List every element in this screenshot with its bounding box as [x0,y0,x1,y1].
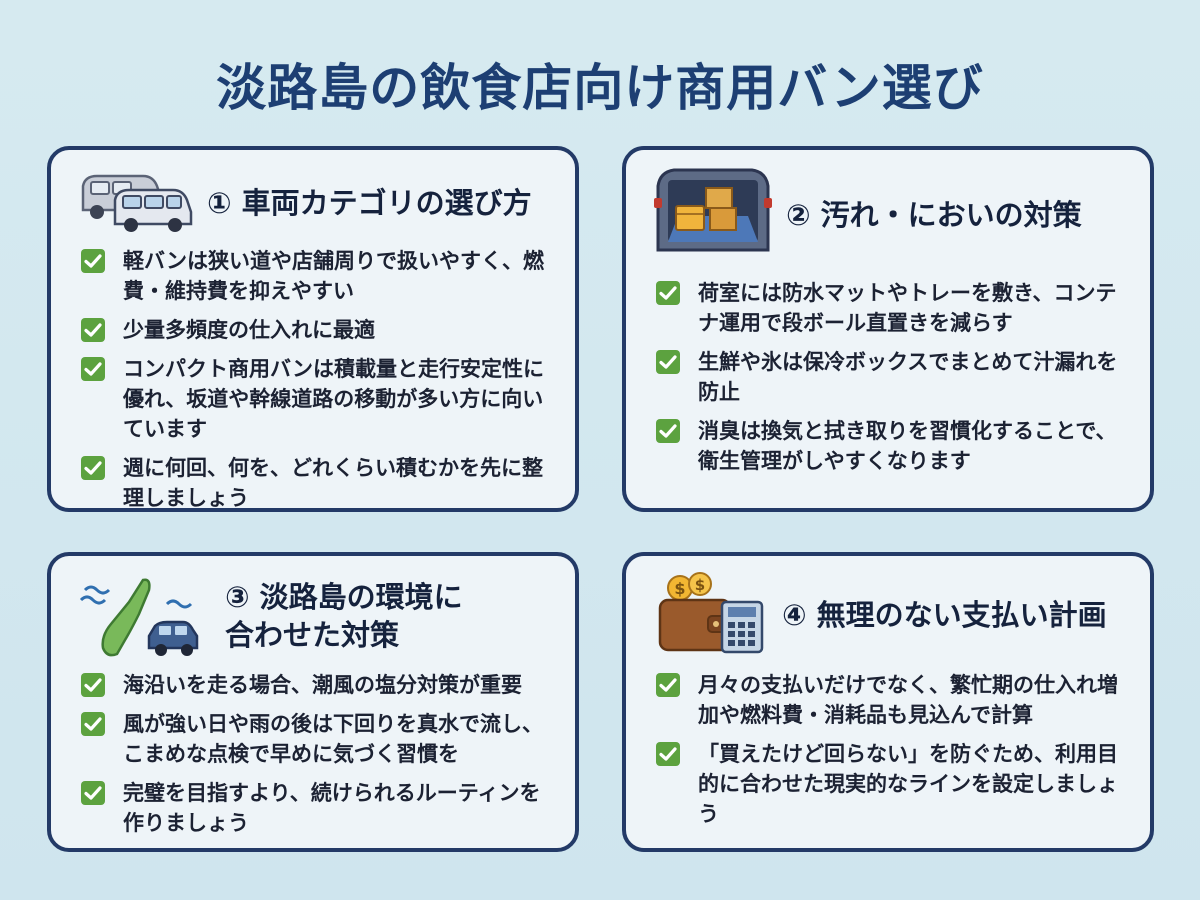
list-item-text: 軽バンは狭い道や店舗周りで扱いやすく、燃費・維持費を抑えやすい [123,249,545,303]
card-heading: ③ 淡路島の環境に合わせた対策 [225,580,463,652]
list-item: 週に何回、何を、どれくらい積むかを先に整理しましょう [81,453,557,513]
list-item-text: コンパクト商用バンは積載量と走行安定性に優れ、坂道や幹線道路の移動が多い方に向い… [123,357,545,441]
card-heading: ④ 無理のない支払い計画 [782,598,1107,632]
card-payment-plan: $ $ ④ 無理のない支払い計画 月々の支払いだけでなく、繁忙期の仕入れ増加や燃… [622,552,1154,852]
page-title: 淡路島の飲食店向け商用バン選び [216,59,984,117]
check-icon [81,781,105,805]
card-vehicle-category: ① 車両カテゴリの選び方 軽バンは狭い道や店舗周りで扱いやすく、燃費・維持費を抑… [47,146,579,512]
list-item: 消臭は換気と拭き取りを習慣化することで、衛生管理がしやすくなります [656,416,1132,476]
check-icon [656,350,680,374]
check-icon [81,249,105,273]
vans-icon [81,174,193,232]
list-item: 生鮮や氷は保冷ボックスでまとめて汁漏れを防止 [656,347,1132,407]
list-item-text: 完璧を目指すより、続けられるルーティンを作りましょう [123,781,541,835]
list-item-text: 生鮮や氷は保冷ボックスでまとめて汁漏れを防止 [698,350,1118,404]
list-item: 風が強い日や雨の後は下回りを真水で流し、こまめな点検で早めに気づく習慣を [81,709,557,769]
list-item: 月々の支払いだけでなく、繁忙期の仕入れ増加や燃料費・消耗品も見込んで計算 [656,670,1132,730]
wallet-calculator-icon: $ $ [658,572,764,654]
list-item: 完璧を目指すより、続けられるルーティンを作りましょう [81,778,557,838]
check-icon [81,456,105,480]
card-awaji-environment: ③ 淡路島の環境に合わせた対策 海沿いを走る場合、潮風の塩分対策が重要 風が強い… [47,552,579,852]
list-item-text: 荷室には防水マットやトレーを敷き、コンテナ運用で段ボール直置きを減らす [698,281,1117,335]
card-heading: ② 汚れ・においの対策 [786,198,1082,232]
list-item: 軽バンは狭い道や店舗周りで扱いやすく、燃費・維持費を抑えやすい [81,246,557,306]
list-item: 少量多頻度の仕入れに最適 [81,315,557,345]
list-item: 荷室には防水マットやトレーを敷き、コンテナ運用で段ボール直置きを減らす [656,278,1132,338]
list-item-text: 「買えたけど回らない」を防ぐため、利用目的に合わせた現実的なラインを設定しましょ… [698,742,1118,826]
svg-text:$: $ [695,576,705,594]
check-icon [656,673,680,697]
checklist: 月々の支払いだけでなく、繁忙期の仕入れ増加や燃料費・消耗品も見込んで計算 「買え… [656,670,1132,838]
check-icon [81,712,105,736]
list-item-text: 消臭は換気と拭き取りを習慣化することで、衛生管理がしやすくなります [698,419,1117,473]
svg-text:$: $ [674,579,685,598]
check-icon [81,673,105,697]
checklist: 軽バンは狭い道や店舗周りで扱いやすく、燃費・維持費を抑えやすい 少量多頻度の仕入… [81,246,557,522]
check-icon [656,742,680,766]
list-item: コンパクト商用バンは積載量と走行安定性に優れ、坂道や幹線道路の移動が多い方に向い… [81,354,557,444]
list-item: 「買えたけど回らない」を防ぐため、利用目的に合わせた現実的なラインを設定しましょ… [656,739,1132,829]
list-item-text: 月々の支払いだけでなく、繁忙期の仕入れ増加や燃料費・消耗品も見込んで計算 [698,673,1118,727]
card-dirt-odor: ② 汚れ・においの対策 荷室には防水マットやトレーを敷き、コンテナ運用で段ボール… [622,146,1154,512]
island-car-icon [79,578,199,657]
check-icon [81,318,105,342]
list-item-text: 少量多頻度の仕入れに最適 [123,318,375,342]
list-item-text: 海沿いを走る場合、潮風の塩分対策が重要 [123,673,522,697]
checklist: 荷室には防水マットやトレーを敷き、コンテナ運用で段ボール直置きを減らす 生鮮や氷… [656,278,1132,485]
checklist: 海沿いを走る場合、潮風の塩分対策が重要 風が強い日や雨の後は下回りを真水で流し、… [81,670,557,847]
check-icon [656,281,680,305]
check-icon [81,357,105,381]
check-icon [656,419,680,443]
list-item: 海沿いを走る場合、潮風の塩分対策が重要 [81,670,557,700]
cargo-area-icon [654,168,772,252]
list-item-text: 週に何回、何を、どれくらい積むかを先に整理しましょう [123,456,543,510]
card-heading: ① 車両カテゴリの選び方 [207,186,532,220]
list-item-text: 風が強い日や雨の後は下回りを真水で流し、こまめな点検で早めに気づく習慣を [123,712,543,766]
